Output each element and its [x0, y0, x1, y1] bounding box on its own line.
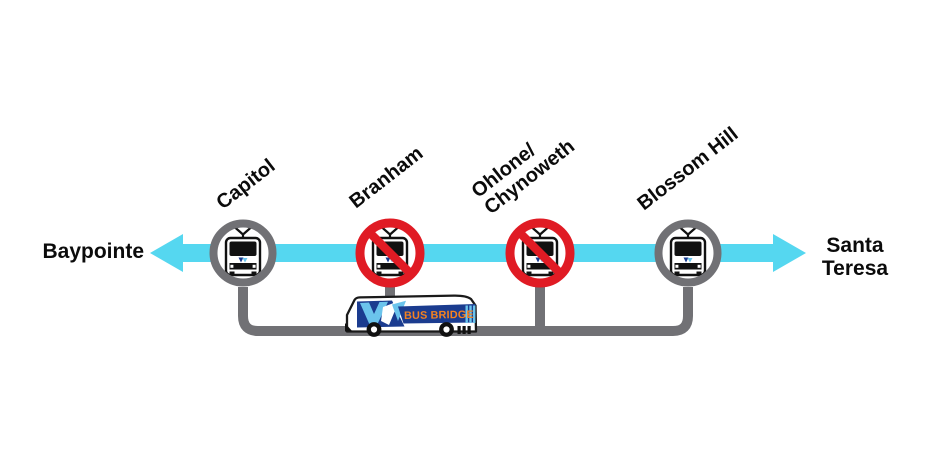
right-terminus-label: Santa Teresa [821, 234, 889, 280]
bus-front-bumper [345, 323, 353, 332]
bus-rear-stripe [473, 305, 476, 323]
bus-stripe-band [398, 304, 476, 324]
bus-rear-wheel-hub [443, 326, 450, 333]
bus-rear-stripe [469, 305, 472, 323]
station-blossom-hill [654, 219, 722, 287]
bus-front-wheel-hub [370, 326, 378, 333]
bus-bridge-bus: BUS BRIDGE [345, 294, 478, 337]
route-line-arrow [150, 234, 806, 272]
vta-logo-swoosh-blue [392, 300, 406, 321]
bus-rear-step [462, 326, 466, 334]
bus-rear-step [467, 326, 471, 334]
station-branham [355, 218, 425, 288]
station-capitol [209, 219, 277, 287]
left-terminus-label: Baypointe [42, 240, 144, 263]
bus-rear-step [457, 326, 461, 334]
station-ring [209, 219, 277, 287]
no-service-slash-icon [515, 228, 565, 278]
station-ohlone-chynoweth [505, 218, 575, 288]
station-ring [654, 219, 722, 287]
bus-rear-stripe [465, 305, 468, 323]
no-service-ring-icon [355, 218, 425, 288]
vta-logo-v [360, 301, 388, 325]
no-service-slash-icon [365, 228, 415, 278]
bus-bridge-label: BUS BRIDGE [404, 309, 474, 322]
no-service-ring-icon [505, 218, 575, 288]
